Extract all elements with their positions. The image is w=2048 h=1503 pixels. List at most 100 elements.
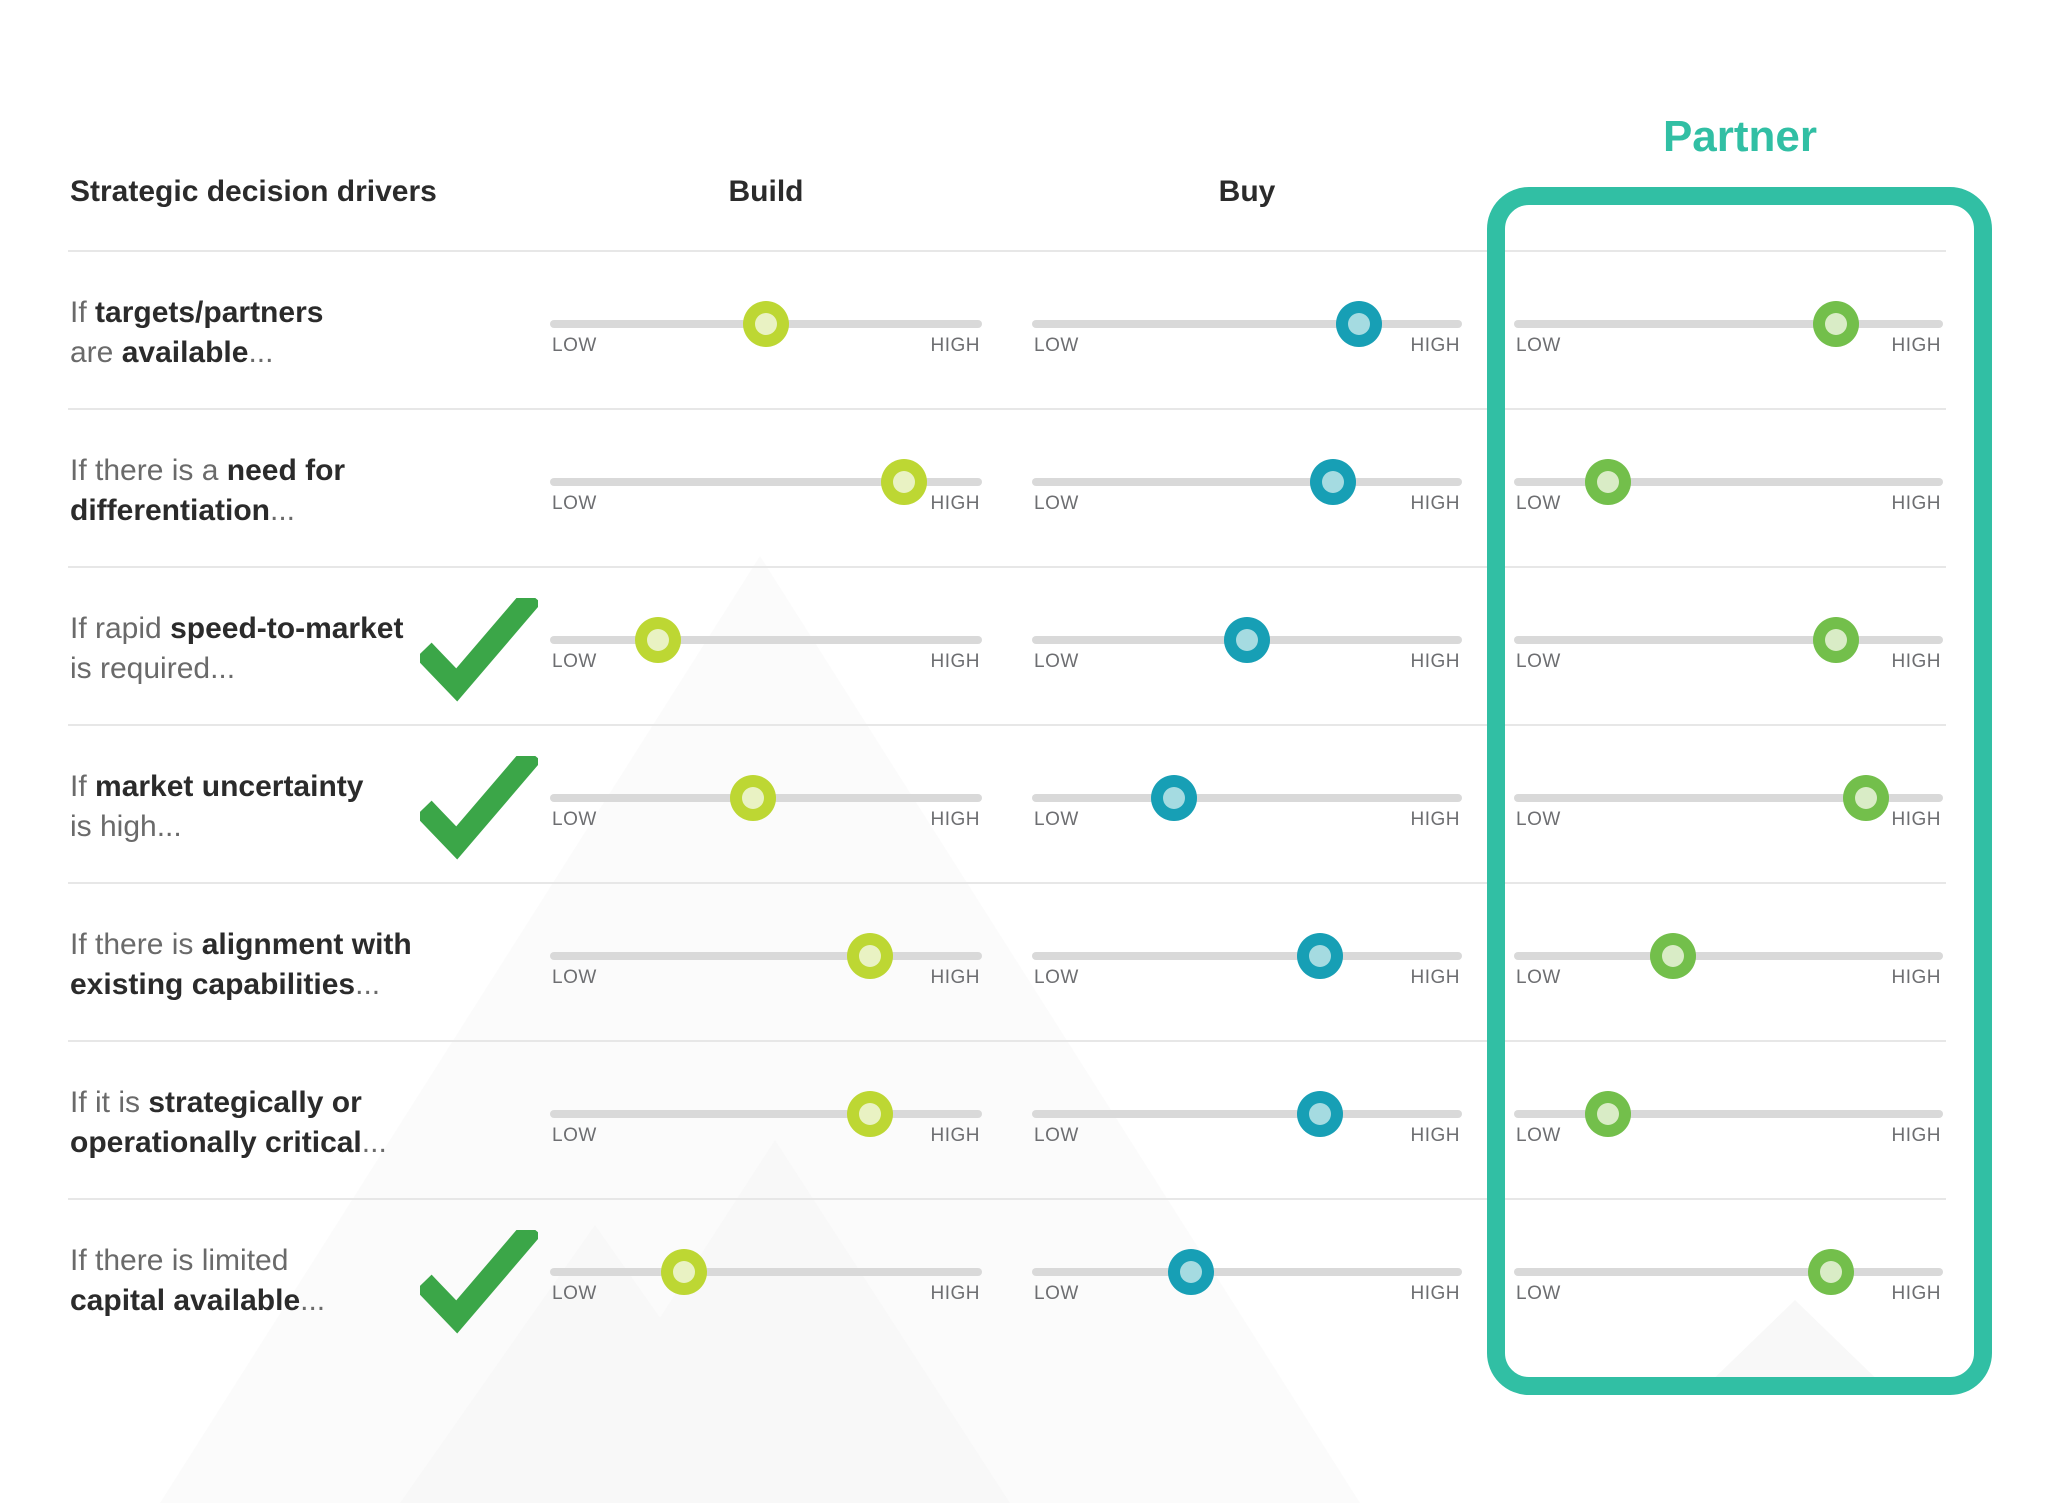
buy-slider[interactable]: LOW HIGH <box>1032 1040 1462 1198</box>
slider-knob[interactable] <box>743 301 789 347</box>
driver-label-line2: is high... <box>70 810 182 843</box>
build-slider[interactable]: LOW HIGH <box>550 1040 982 1198</box>
low-label: LOW <box>1516 335 1561 356</box>
low-label: LOW <box>552 967 597 988</box>
driver-label-line1: If there is alignment with <box>70 928 412 961</box>
driver-label-line1: If market uncertainty <box>70 770 364 803</box>
slider-knob[interactable] <box>1585 459 1632 505</box>
high-label: HIGH <box>1410 1125 1460 1146</box>
slider-knob-inner <box>1309 945 1332 967</box>
buy-slider[interactable]: LOW HIGH <box>1032 250 1462 408</box>
low-label: LOW <box>1516 967 1561 988</box>
slider-knob[interactable] <box>635 617 681 663</box>
buy-slider[interactable]: LOW HIGH <box>1032 408 1462 566</box>
build-slider[interactable]: LOW HIGH <box>550 724 982 882</box>
slider-knob[interactable] <box>660 1249 707 1295</box>
buy-slider[interactable]: LOW HIGH <box>1032 724 1462 882</box>
slider-knob[interactable] <box>1150 775 1197 821</box>
slider-knob[interactable] <box>1168 1249 1215 1295</box>
build-slider[interactable]: LOW HIGH <box>550 882 982 1040</box>
slider-knob[interactable] <box>1224 617 1270 663</box>
driver-label-line2: existing capabilities... <box>70 968 381 1001</box>
slider-track[interactable] <box>550 1110 982 1118</box>
row-separator <box>68 724 1946 726</box>
high-label: HIGH <box>1891 1283 1941 1304</box>
slider-track[interactable] <box>1514 320 1943 328</box>
partner-slider[interactable]: LOW HIGH <box>1514 408 1943 566</box>
slider-knob[interactable] <box>1842 775 1889 821</box>
high-label: HIGH <box>930 493 980 514</box>
slider-track[interactable] <box>1032 794 1462 802</box>
slider-knob[interactable] <box>1808 1249 1855 1295</box>
slider-knob[interactable] <box>1297 933 1344 979</box>
high-label: HIGH <box>930 1125 980 1146</box>
slider-knob-inner <box>1824 629 1847 651</box>
low-label: LOW <box>1516 1283 1561 1304</box>
driver-label-line2: is required... <box>70 652 236 685</box>
partner-slider[interactable]: LOW HIGH <box>1514 1198 1943 1356</box>
slider-knob-inner <box>1236 629 1258 651</box>
driver-label-line1: If rapid speed-to-market <box>70 612 404 645</box>
slider-knob-inner <box>672 1261 695 1283</box>
partner-slider[interactable]: LOW HIGH <box>1514 1040 1943 1198</box>
buy-slider[interactable]: LOW HIGH <box>1032 882 1462 1040</box>
partner-slider[interactable]: LOW HIGH <box>1514 250 1943 408</box>
partner-slider[interactable]: LOW HIGH <box>1514 566 1943 724</box>
check-icon <box>420 598 538 702</box>
partner-slider[interactable]: LOW HIGH <box>1514 882 1943 1040</box>
slider-track[interactable] <box>1514 1110 1943 1118</box>
high-label: HIGH <box>930 335 980 356</box>
build-slider[interactable]: LOW HIGH <box>550 250 982 408</box>
high-label: HIGH <box>1410 651 1460 672</box>
slider-track[interactable] <box>1032 1110 1462 1118</box>
partner-slider[interactable]: LOW HIGH <box>1514 724 1943 882</box>
page-title: Strategic decision drivers <box>70 175 437 208</box>
slider-knob[interactable] <box>730 775 777 821</box>
high-label: HIGH <box>1891 493 1941 514</box>
low-label: LOW <box>1034 1283 1079 1304</box>
driver-label: If targets/partners are available... <box>70 293 450 373</box>
slider-knob[interactable] <box>846 1091 893 1137</box>
slider-knob[interactable] <box>1297 1091 1344 1137</box>
slider-knob[interactable] <box>1585 1091 1632 1137</box>
table-row: If rapid speed-to-market is required... … <box>0 566 2048 724</box>
slider-knob[interactable] <box>1649 933 1696 979</box>
slider-knob[interactable] <box>1310 459 1356 505</box>
build-slider[interactable]: LOW HIGH <box>550 1198 982 1356</box>
high-label: HIGH <box>930 809 980 830</box>
slider-knob[interactable] <box>1812 617 1859 663</box>
slider-knob-inner <box>1309 1103 1332 1125</box>
row-separator <box>68 1040 1946 1042</box>
buy-slider[interactable]: LOW HIGH <box>1032 566 1462 724</box>
buy-slider[interactable]: LOW HIGH <box>1032 1198 1462 1356</box>
build-slider[interactable]: LOW HIGH <box>550 408 982 566</box>
slider-track[interactable] <box>550 636 982 644</box>
slider-track[interactable] <box>1514 636 1943 644</box>
slider-track[interactable] <box>1514 1268 1943 1276</box>
slider-track[interactable] <box>1514 478 1943 486</box>
slider-track[interactable] <box>1514 794 1943 802</box>
slider-track[interactable] <box>550 952 982 960</box>
high-label: HIGH <box>930 651 980 672</box>
slider-knob[interactable] <box>1335 301 1382 347</box>
slider-track[interactable] <box>1514 952 1943 960</box>
slider-track[interactable] <box>1032 478 1462 486</box>
slider-knob-inner <box>1661 945 1684 967</box>
build-slider[interactable]: LOW HIGH <box>550 566 982 724</box>
table-row: If market uncertainty is high... LOW HIG… <box>0 724 2048 882</box>
slider-knob-inner <box>893 471 916 493</box>
slider-track[interactable] <box>550 1268 982 1276</box>
slider-track[interactable] <box>550 478 982 486</box>
slider-track[interactable] <box>1032 1268 1462 1276</box>
slider-knob[interactable] <box>1812 301 1859 347</box>
driver-label-line2: operationally critical... <box>70 1126 387 1159</box>
slider-track[interactable] <box>1032 952 1462 960</box>
low-label: LOW <box>1034 493 1079 514</box>
slider-track[interactable] <box>1032 320 1462 328</box>
slider-knob[interactable] <box>881 459 928 505</box>
column-header-buy: Buy <box>1218 175 1276 208</box>
low-label: LOW <box>1516 493 1561 514</box>
slider-knob[interactable] <box>846 933 893 979</box>
slider-knob-inner <box>1322 471 1344 493</box>
high-label: HIGH <box>1410 335 1460 356</box>
